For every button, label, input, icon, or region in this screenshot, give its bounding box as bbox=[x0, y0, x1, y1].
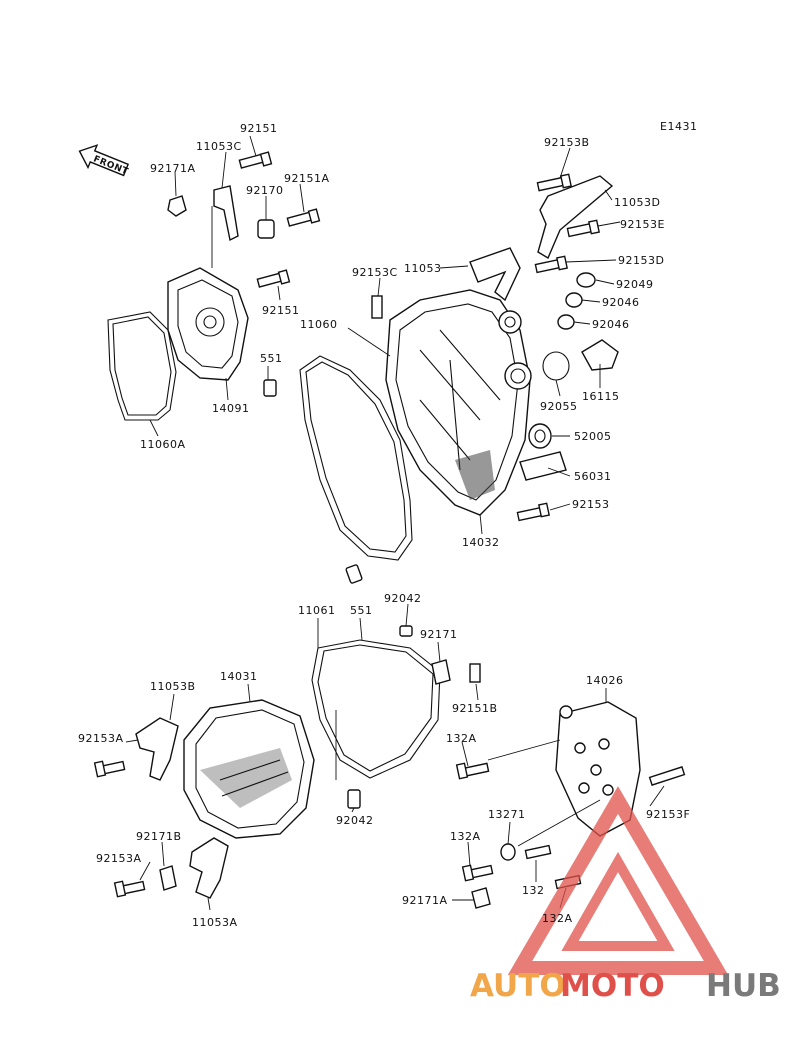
label-11053: 11053 bbox=[404, 262, 442, 275]
label-11060a: 11060A bbox=[140, 438, 186, 451]
bracket-11053b bbox=[135, 717, 179, 781]
label-11053b: 11053B bbox=[150, 680, 196, 693]
bolt-92153b bbox=[536, 173, 572, 192]
bolt-92153 bbox=[516, 502, 550, 522]
dowel-551-bottom bbox=[399, 625, 413, 637]
washer-13271 bbox=[500, 843, 516, 861]
label-11060: 11060 bbox=[300, 318, 338, 331]
label-132a-mid: 132A bbox=[450, 830, 481, 843]
label-14026: 14026 bbox=[586, 674, 624, 687]
generator-cover-14031 bbox=[183, 699, 315, 839]
label-92151b: 92151B bbox=[452, 702, 498, 715]
svg-text:HUB: HUB bbox=[706, 968, 781, 1004]
label-92153a-left: 92153A bbox=[78, 732, 124, 745]
label-132a-top: 132A bbox=[446, 732, 477, 745]
gasket-11060a bbox=[107, 311, 177, 421]
label-14031: 14031 bbox=[220, 670, 258, 683]
bolt-132a-top bbox=[455, 762, 490, 780]
bolt-92153a-bottom bbox=[113, 880, 146, 898]
bolt-92153e bbox=[566, 219, 600, 238]
label-92153: 92153 bbox=[572, 498, 610, 511]
label-92151-top: 92151 bbox=[240, 122, 278, 135]
seal-92046-a bbox=[565, 292, 583, 308]
bolt-92151b bbox=[469, 663, 481, 683]
label-92170: 92170 bbox=[246, 184, 284, 197]
bracket-11053 bbox=[469, 247, 521, 302]
part-labels: 92151 11053C 92171A 92151A 92170 92151 1… bbox=[78, 122, 690, 929]
bracket-11053c bbox=[213, 185, 239, 242]
bolt-132 bbox=[524, 844, 552, 860]
label-11053a: 11053A bbox=[192, 916, 238, 929]
clutch-cover-14032 bbox=[385, 289, 532, 516]
oring-92055 bbox=[542, 351, 570, 381]
label-132: 132 bbox=[522, 884, 545, 897]
label-132a-bottom: 132A bbox=[542, 912, 573, 925]
seal-92046-b bbox=[557, 314, 575, 330]
bolt-132a-mid bbox=[461, 864, 494, 882]
label-92046-a: 92046 bbox=[602, 296, 640, 309]
svg-text:MOTO: MOTO bbox=[560, 968, 665, 1004]
label-92042-top: 92042 bbox=[384, 592, 422, 605]
label-92049: 92049 bbox=[616, 278, 654, 291]
label-92151a: 92151A bbox=[284, 172, 330, 185]
bracket-11053d bbox=[537, 175, 614, 260]
label-92171a-top: 92171A bbox=[150, 162, 196, 175]
label-11053c: 11053C bbox=[196, 140, 242, 153]
bolt-92151-mid bbox=[256, 269, 291, 288]
label-92046-b: 92046 bbox=[592, 318, 630, 331]
label-52005: 52005 bbox=[574, 430, 612, 443]
label-92153e: 92153E bbox=[620, 218, 665, 231]
label-92151-mid: 92151 bbox=[262, 304, 300, 317]
bolt-92151a bbox=[286, 208, 321, 227]
label-551-top: 551 bbox=[260, 352, 283, 365]
plug-92049 bbox=[576, 272, 596, 288]
label-92171: 92171 bbox=[420, 628, 458, 641]
bolt-92153f bbox=[648, 766, 686, 786]
seal-52005 bbox=[528, 423, 552, 449]
clip-92171 bbox=[431, 659, 451, 685]
label-92153b: 92153B bbox=[544, 136, 590, 149]
label-92171b: 92171B bbox=[136, 830, 182, 843]
label-13271: 13271 bbox=[488, 808, 526, 821]
diagram-code: E1431 bbox=[660, 120, 697, 133]
gasket-11060 bbox=[299, 355, 413, 561]
bracket-11053a bbox=[189, 837, 229, 899]
automotohub-logo: AUTO MOTO HUB bbox=[470, 786, 781, 1004]
label-56031: 56031 bbox=[574, 470, 612, 483]
label-92153c: 92153C bbox=[352, 266, 398, 279]
label-92171a-bottom: 92171A bbox=[402, 894, 448, 907]
label-92042-bottom: 92042 bbox=[336, 814, 374, 827]
dowel-551-lower bbox=[345, 564, 363, 584]
label-56031 bbox=[519, 451, 567, 481]
label-551-bottom: 551 bbox=[350, 604, 373, 617]
svg-text:AUTO: AUTO bbox=[470, 968, 566, 1004]
bolt-92153c bbox=[371, 295, 383, 319]
label-11053d: 11053D bbox=[614, 196, 660, 209]
clip-92171a-top bbox=[167, 195, 187, 217]
label-92153a-bottom: 92153A bbox=[96, 852, 142, 865]
label-11061: 11061 bbox=[298, 604, 336, 617]
front-arrow-icon: FRONT bbox=[78, 144, 130, 178]
clip-92171a-bottom bbox=[471, 887, 491, 909]
bolt-92153a-left bbox=[93, 760, 126, 778]
gasket-11061 bbox=[311, 639, 441, 779]
label-92055: 92055 bbox=[540, 400, 578, 413]
cover-14091 bbox=[167, 267, 249, 381]
dowel-92042-bottom bbox=[347, 789, 361, 809]
bolt-92151-top bbox=[238, 151, 273, 169]
label-14091: 14091 bbox=[212, 402, 250, 415]
dowel-551-top bbox=[263, 379, 277, 397]
clip-92171b bbox=[159, 865, 177, 891]
label-92153d: 92153D bbox=[618, 254, 664, 267]
label-92153f: 92153F bbox=[646, 808, 690, 821]
collar-92170 bbox=[257, 219, 275, 239]
label-14032: 14032 bbox=[462, 536, 500, 549]
cap-16115 bbox=[581, 339, 619, 371]
bolt-92153d bbox=[534, 255, 568, 274]
label-16115: 16115 bbox=[582, 390, 620, 403]
